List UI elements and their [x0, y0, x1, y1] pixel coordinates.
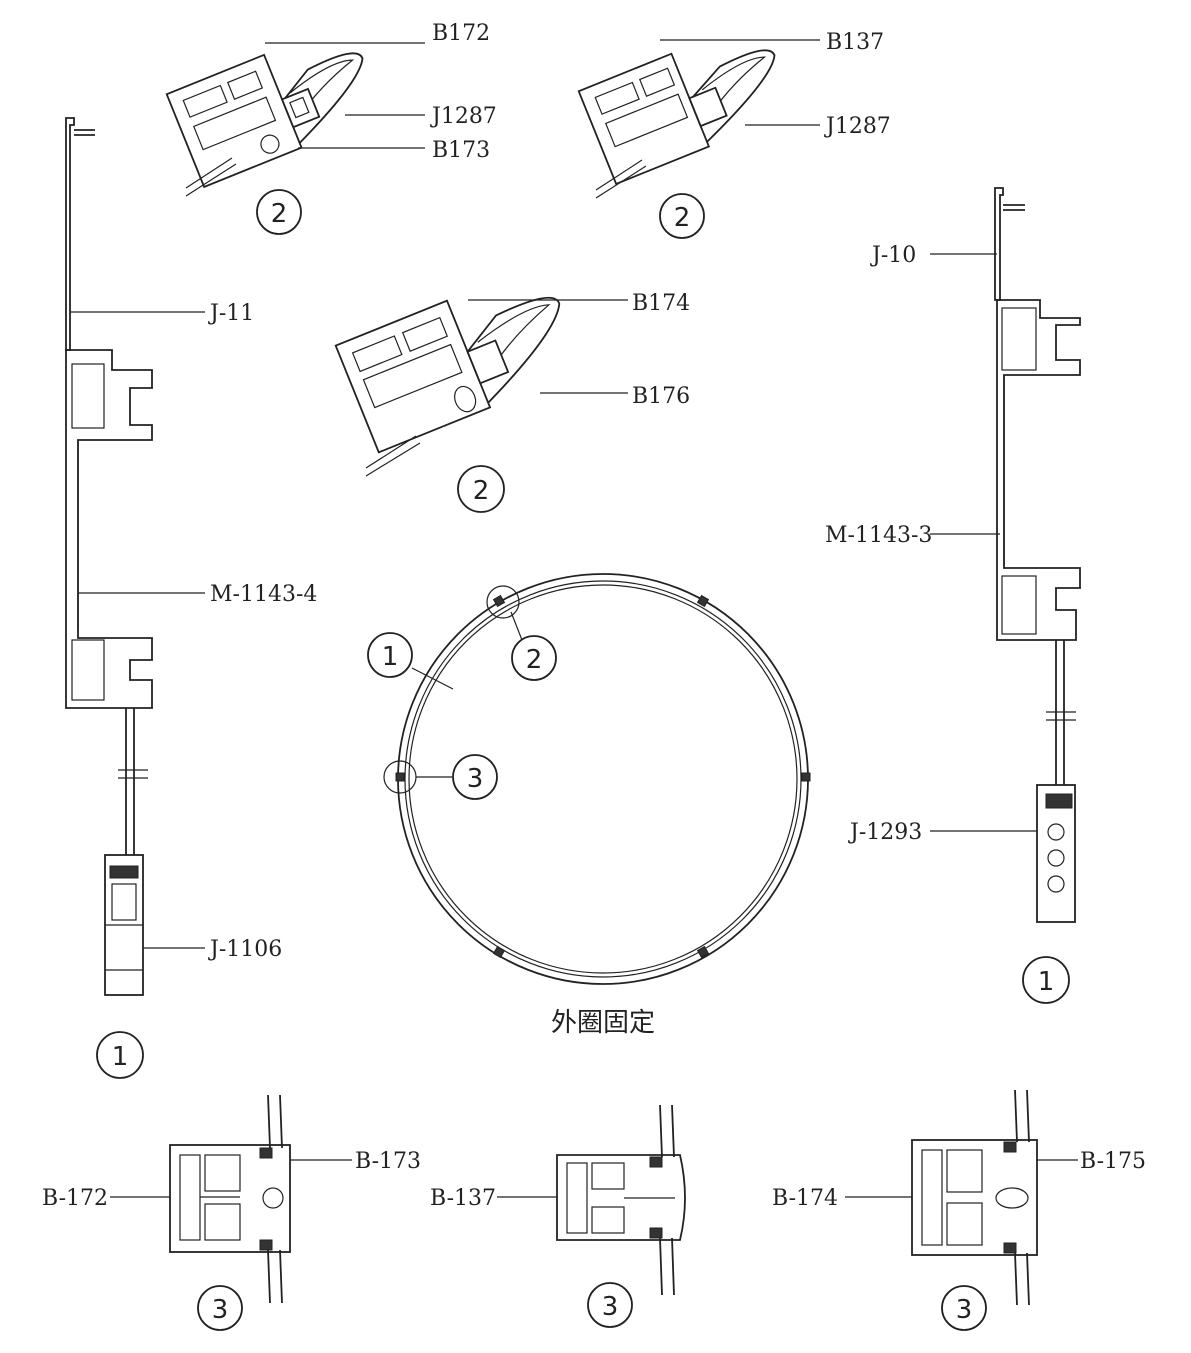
detail-b137: [577, 49, 776, 199]
callout-1-right: 1: [1022, 956, 1070, 1004]
ring-plan: [383, 573, 811, 985]
label-b172-bottom: B-172: [42, 1186, 108, 1211]
label-b175-bottom: B-175: [1080, 1149, 1146, 1174]
svg-text:2: 2: [271, 199, 288, 229]
ring-caption: 外圈固定: [551, 1008, 655, 1038]
callout-3-ring: 3: [452, 754, 498, 800]
detail-b137-bottom: [556, 1104, 686, 1296]
callout-2-topleft: 2: [256, 189, 302, 235]
callout-3-right: 3: [941, 1285, 987, 1331]
label-b173: B173: [432, 138, 490, 163]
label-b174-bottom: B-174: [772, 1186, 838, 1211]
detail-b174-b175-bottom: [911, 1089, 1038, 1306]
label-b174: B174: [632, 291, 690, 316]
callout-1-ring: 1: [367, 632, 413, 678]
detail-b172-b173-bottom: [169, 1094, 291, 1304]
label-j1287-left: J1287: [430, 104, 497, 129]
detail-b174-b176: [334, 296, 561, 477]
label-j11: J-11: [208, 301, 254, 326]
label-j10: J-10: [870, 243, 916, 268]
callout-2-ring: 2: [511, 635, 557, 681]
callout-3-middle: 3: [587, 1282, 633, 1328]
label-j1293: J-1293: [848, 820, 922, 845]
label-b137: B137: [826, 30, 884, 55]
callout-2-topright: 2: [659, 193, 705, 239]
svg-text:2: 2: [473, 476, 490, 506]
label-j1106: J-1106: [208, 937, 282, 962]
svg-text:3: 3: [602, 1292, 619, 1322]
label-m1143-4: M-1143-4: [210, 582, 317, 607]
svg-text:3: 3: [212, 1295, 229, 1325]
section-right-mullion: [994, 187, 1081, 923]
svg-text:1: 1: [1038, 967, 1055, 997]
label-b173-bottom: B-173: [355, 1149, 421, 1174]
section-left-mullion: [65, 117, 153, 996]
svg-text:1: 1: [382, 642, 399, 672]
label-b172: B172: [432, 21, 490, 46]
callout-3-left: 3: [197, 1285, 243, 1331]
detail-b172-b173: [165, 52, 364, 197]
svg-text:2: 2: [526, 645, 543, 675]
label-j1287-right: J1287: [824, 114, 891, 139]
label-b137-bottom: B-137: [430, 1186, 496, 1211]
svg-text:1: 1: [112, 1042, 129, 1072]
callout-1-left: 1: [96, 1031, 144, 1079]
callout-2-middle: 2: [457, 465, 505, 513]
label-b176: B176: [632, 384, 690, 409]
label-m1143-3: M-1143-3: [825, 523, 932, 548]
svg-text:3: 3: [467, 764, 484, 794]
svg-text:2: 2: [674, 203, 691, 233]
svg-text:3: 3: [956, 1295, 973, 1325]
